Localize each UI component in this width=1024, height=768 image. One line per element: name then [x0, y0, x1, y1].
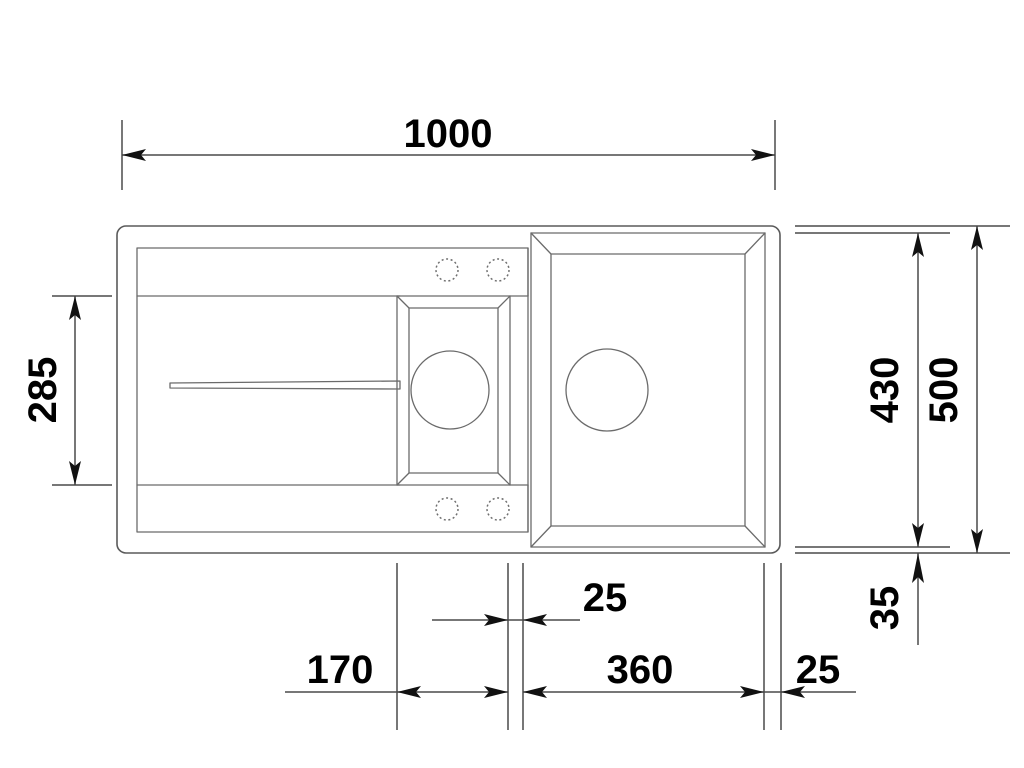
bottom-extension-lines	[396, 563, 782, 730]
arrow-35-up	[912, 553, 924, 583]
small-bowl-bevel-tl	[396, 295, 410, 309]
tap-hole-icon-top-right	[486, 258, 510, 282]
arrow-430-top	[912, 233, 924, 257]
tap-hole-group	[435, 258, 510, 521]
right-main-bowl	[530, 232, 766, 548]
main-bowl-outer-rim	[530, 232, 766, 548]
small-bowl-bevel-br	[497, 472, 511, 486]
main-bowl-drain-icon	[565, 348, 649, 432]
dimension-bottom-row: 170 360 25	[285, 648, 856, 698]
dimension-overall-depth: 500	[795, 225, 1010, 554]
main-bowl-bevel-tr	[744, 232, 766, 255]
arrow-360-left	[523, 686, 547, 698]
tap-hole-icon-top-left	[435, 258, 459, 282]
tap-hole-icon-bottom-left	[435, 497, 459, 521]
small-bowl-drain-icon	[410, 350, 490, 430]
small-bowl-bevel-bl	[396, 472, 410, 486]
main-bowl-bevel-br	[744, 525, 766, 548]
sink-body	[116, 225, 781, 554]
drainboard-groove	[169, 380, 401, 390]
dimension-drainboard-depth: 285	[21, 295, 112, 486]
arrow-500-bottom	[971, 529, 983, 553]
dim-label-bottom-rim: 35	[863, 586, 907, 631]
sink-outer-frame	[116, 225, 781, 554]
arrow-285-bottom	[69, 461, 81, 485]
arrow-width-right	[751, 149, 775, 161]
dim-label-main-bowl-width: 360	[607, 648, 674, 692]
dimension-bowl-inner-depth: 430	[795, 232, 950, 548]
arrow-right-25	[781, 686, 805, 698]
dimension-center-gap: 25	[432, 576, 627, 626]
dimension-overall-width: 1000	[121, 112, 776, 190]
arrow-170-inner	[484, 686, 508, 698]
small-bowl-outer-rim	[396, 295, 511, 486]
arrow-width-left	[122, 149, 146, 161]
drainboard-outline	[136, 247, 529, 533]
small-bowl-bevel-tr	[497, 295, 511, 309]
dim-label-overall-depth: 500	[922, 357, 966, 424]
main-bowl-bevel-bl	[530, 525, 552, 548]
dim-label-bowl-inner-depth: 430	[863, 357, 907, 424]
dim-label-right-offset: 25	[796, 648, 841, 692]
arrow-170-right	[397, 686, 421, 698]
dim-label-drainboard-depth: 285	[21, 357, 65, 424]
arrow-gap-25-right	[523, 614, 547, 626]
main-bowl-inner-base	[550, 253, 746, 527]
arrow-285-top	[69, 296, 81, 320]
dim-label-overall-width: 1000	[404, 112, 493, 156]
main-bowl-bevel-tl	[530, 232, 552, 255]
dim-label-left-offset: 170	[307, 648, 374, 692]
tap-hole-icon-bottom-right	[486, 497, 510, 521]
arrow-gap-25-left	[484, 614, 508, 626]
arrow-500-top	[971, 226, 983, 250]
dim-label-center-gap: 25	[583, 576, 628, 620]
dimension-bottom-rim: 35	[863, 553, 924, 645]
small-bowl-inner-base	[408, 307, 499, 474]
arrow-430-bottom	[912, 523, 924, 547]
arrow-360-right	[740, 686, 764, 698]
center-small-bowl	[396, 295, 511, 486]
